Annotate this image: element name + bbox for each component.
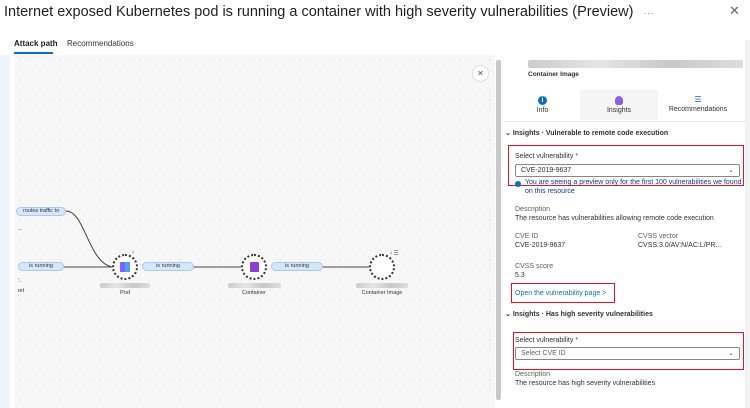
attack-path-canvas[interactable] [15,55,495,408]
tab-recommendations[interactable]: Recommendations [67,39,134,48]
panel-tab-insights[interactable]: Insights [580,90,658,120]
redacted-resource-name [528,60,743,68]
details-panel: Container Image i Info Insights ☰ Recomm… [505,40,745,408]
edge-label[interactable]: is running [271,262,323,271]
highlight-box [511,283,615,303]
truncated-node-label: '.. [18,278,23,284]
info-icon [515,181,521,187]
graph-edges [64,210,369,268]
insight-section-toggle[interactable]: ⌄ Insights · Vulnerable to remote code e… [505,129,668,137]
container-icon [250,262,259,272]
tab-attack-path[interactable]: Attack path [14,39,58,48]
cvss-vector-value: CVSS:3.0/AV:N/AC:L/PR... [638,242,722,249]
open-vulnerability-link[interactable]: Open the vulnerability page > [515,290,607,297]
chevron-down-icon: ⌄ [728,167,734,174]
redacted-name [356,283,408,288]
checklist-icon: ☰ [694,95,702,104]
description-value: The resource has high severity vulnerabi… [515,380,656,387]
section-heading: Insights · Has high severity vulnerabili… [512,311,653,318]
section-heading: Insights · Vulnerable to remote code exe… [512,130,669,137]
edge-label[interactable]: is running [142,262,194,271]
cve-id-label: CVE ID [515,233,539,240]
vulnerability-select[interactable]: Select CVE ID⌄ [515,347,740,360]
field-label: Select vulnerability * [515,153,579,160]
page-title: Internet exposed Kubernetes pod is runni… [4,4,634,20]
node-container[interactable] [241,254,267,280]
redacted-name [228,283,281,288]
cve-id-value: CVE-2019-9637 [515,242,566,249]
field-label: Select vulnerability * [515,337,579,344]
canvas-scrollbar[interactable] [496,60,501,400]
divider [505,121,745,122]
lightbulb-icon: ♀ [131,250,136,256]
edge-line [65,210,113,268]
insight-section-toggle[interactable]: ⌄ Insights · Has high severity vulnerabi… [505,310,653,318]
description-value: The resource has vulnerabilities allowin… [515,215,714,222]
pod-icon [120,262,130,272]
panel-scrollbar[interactable] [745,40,750,408]
chevron-down-icon: ⌄ [728,350,734,357]
description-label: Description [515,206,551,213]
vulnerability-select[interactable]: CVE-2019-9637⌄ [515,164,740,177]
edge-label[interactable]: is running [18,262,64,271]
cvss-score-value: 5.3 [515,272,525,279]
canvas-close-button[interactable]: ✕ [472,65,489,82]
truncated-node-label: ıet [18,288,25,294]
highlight-box [513,332,744,370]
node-pod[interactable] [112,254,138,280]
preview-notice: You are seeing a preview only for the fi… [525,179,742,195]
close-button[interactable]: ✕ [729,3,740,18]
panel-tab-info[interactable]: i Info [505,90,580,120]
info-icon: i [538,96,547,105]
tab-label: Info [536,107,549,114]
chevron-down-icon: ⌄ [505,130,513,137]
title-bar: Internet exposed Kubernetes pod is runni… [4,4,653,20]
resource-type: Container Image [528,71,579,78]
active-tab-indicator [14,52,53,54]
lightbulb-icon [615,96,623,105]
node-container-image[interactable] [369,254,395,280]
node-label: Pod [120,290,130,296]
redacted-name [100,283,150,288]
cvss-vector-label: CVSS vector [638,233,679,240]
chevron-down-icon: ⌄ [505,311,513,318]
cvss-score-label: CVSS score [515,263,554,270]
truncated-node-label: ... [18,226,23,232]
node-label: Container Image [361,290,403,296]
panel-tab-recommendations[interactable]: ☰ Recommendations [658,90,738,120]
highlight-box [508,145,744,186]
tab-label: Recommendations [668,106,728,113]
edge-label[interactable]: routes traffic to [16,207,66,216]
description-label: Description [515,371,551,378]
insight-and-recommendation-icons: ♀☰ [389,251,399,257]
left-edge [0,55,10,408]
node-label: Container [242,290,266,296]
tab-label: Insights [606,107,632,114]
more-options-button[interactable]: ··· [643,8,654,19]
